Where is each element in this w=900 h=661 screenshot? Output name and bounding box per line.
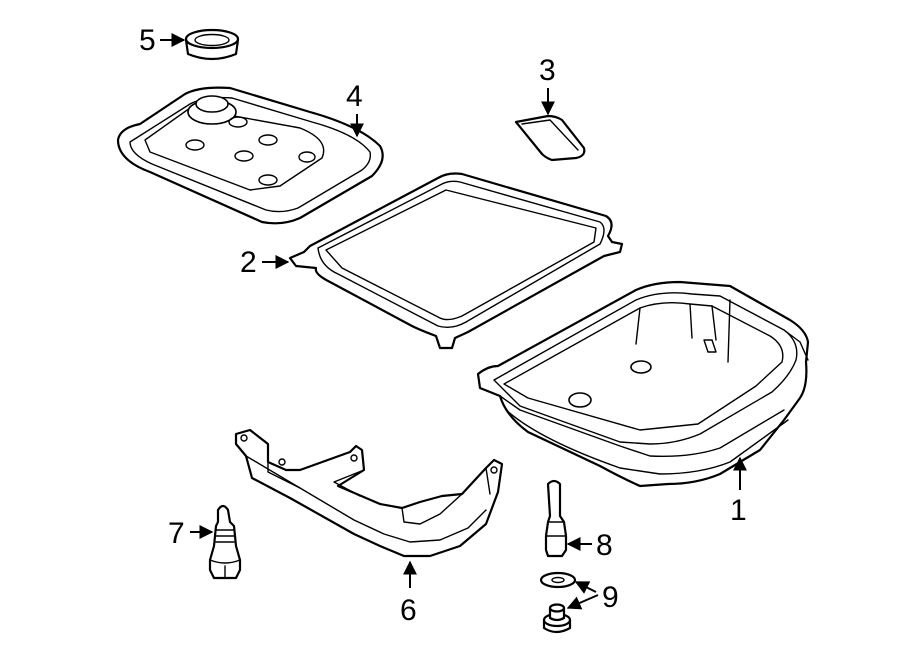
pad-part	[514, 114, 586, 162]
callout-6: 6	[400, 594, 417, 627]
callout-9: 9	[602, 581, 619, 614]
callout-1: 1	[730, 494, 747, 527]
seal-ring-part	[184, 28, 240, 61]
leader-line-9a	[574, 581, 597, 594]
filter-part	[116, 86, 384, 225]
gasket-part	[288, 172, 624, 350]
callout-7: 7	[168, 517, 185, 550]
callout-4: 4	[346, 80, 363, 113]
callout-5: 5	[139, 24, 156, 57]
bolt-part	[208, 504, 242, 580]
washer-part	[539, 571, 577, 589]
oil-pan-part	[476, 280, 810, 488]
callout-3: 3	[539, 54, 556, 87]
drain-plug-part	[542, 603, 572, 634]
fitting-part	[544, 479, 568, 558]
callout-8: 8	[596, 529, 613, 562]
bracket-part	[234, 428, 504, 558]
callout-2: 2	[240, 246, 257, 279]
leader-line-9b	[566, 594, 599, 610]
